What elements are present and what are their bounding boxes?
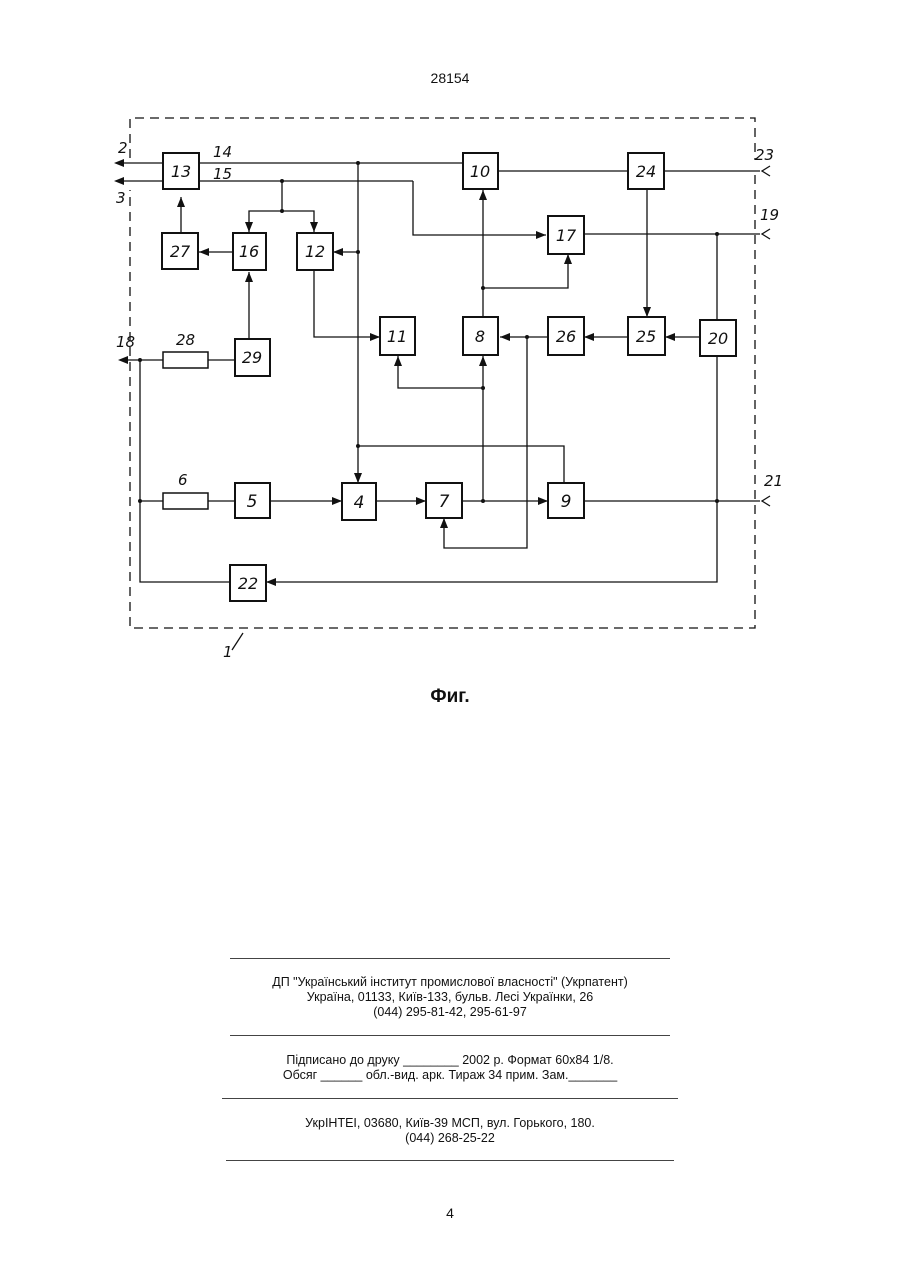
- svg-text:16: 16: [239, 242, 259, 261]
- label-1: 1: [223, 643, 233, 661]
- block-26: 26: [548, 317, 584, 355]
- arrowheads: [114, 159, 770, 586]
- svg-text:24: 24: [636, 162, 656, 181]
- block-7: 7: [426, 483, 462, 518]
- print-line-1: Підписано до друку ________ 2002 р. Форм…: [220, 1053, 680, 1068]
- label-15: 15: [213, 165, 232, 183]
- block-16: 16: [233, 233, 266, 270]
- block-13: 13: [163, 153, 199, 189]
- block-5: 5: [235, 483, 270, 518]
- page-number: 4: [0, 1205, 900, 1221]
- block-29: 29: [235, 339, 270, 376]
- block-24: 24: [628, 153, 664, 189]
- device-boundary-lower: [130, 175, 755, 628]
- svg-text:17: 17: [556, 226, 577, 245]
- block-9: 9: [548, 483, 584, 518]
- svg-text:7: 7: [439, 492, 450, 512]
- svg-text:20: 20: [708, 329, 728, 348]
- label-18: 18: [116, 333, 135, 351]
- block-25: 25: [628, 317, 665, 355]
- svg-text:9: 9: [561, 492, 572, 512]
- org-line-2: Україна, 01133, Київ-133, бульв. Лесі Ук…: [220, 990, 680, 1005]
- label-28: 28: [176, 331, 195, 349]
- label-6: 6: [178, 471, 188, 489]
- label-19: 19: [760, 206, 779, 224]
- svg-text:11: 11: [387, 327, 407, 346]
- print-info: Підписано до друку ________ 2002 р. Форм…: [220, 1053, 680, 1083]
- document-number: 28154: [0, 70, 900, 86]
- divider: [226, 1160, 674, 1161]
- block-12: 12: [297, 233, 333, 270]
- label-2: 2: [118, 139, 128, 157]
- svg-text:29: 29: [242, 348, 262, 367]
- printer-info: УкрІНТЕІ, 03680, Київ-39 МСП, вул. Горьк…: [220, 1116, 680, 1146]
- svg-text:22: 22: [238, 574, 258, 593]
- label-1-leader: [232, 633, 243, 650]
- svg-text:12: 12: [305, 242, 325, 261]
- print-line-2: Обсяг ______ обл.-вид. арк. Тираж 34 при…: [220, 1068, 680, 1083]
- connection-lines: [118, 163, 760, 582]
- publisher-info: ДП "Український інститут промислової вла…: [220, 975, 680, 1020]
- publisher-line-2: (044) 268-25-22: [220, 1131, 680, 1146]
- label-14: 14: [213, 143, 232, 161]
- svg-text:5: 5: [247, 492, 258, 512]
- label-21: 21: [764, 472, 783, 490]
- resistor-6: [163, 493, 208, 509]
- svg-text:4: 4: [354, 493, 365, 513]
- org-line-1: ДП "Український інститут промислової вла…: [220, 975, 680, 990]
- org-line-3: (044) 295-81-42, 295-61-97: [220, 1005, 680, 1020]
- block-10: 10: [463, 153, 498, 189]
- block-11: 11: [380, 317, 415, 355]
- svg-text:8: 8: [475, 327, 485, 346]
- block-20: 20: [700, 320, 736, 356]
- divider: [230, 958, 670, 959]
- block-17: 17: [548, 216, 584, 254]
- block-27: 27: [162, 233, 198, 269]
- label-3: 3: [116, 189, 126, 207]
- svg-text:25: 25: [636, 327, 656, 346]
- block-8: 8: [463, 317, 498, 355]
- svg-text:10: 10: [470, 162, 490, 181]
- block-diagram: 13 10 24 27 16 12 17 11 8 26 25 20 29 5 …: [100, 105, 800, 670]
- divider: [222, 1098, 678, 1099]
- block-4: 4: [342, 483, 376, 520]
- resistor-28: [163, 352, 208, 368]
- svg-text:27: 27: [170, 242, 191, 261]
- svg-text:13: 13: [171, 162, 191, 181]
- label-23: 23: [755, 146, 774, 164]
- figure-caption: Фиг.: [0, 686, 900, 708]
- divider: [230, 1035, 670, 1036]
- svg-text:26: 26: [556, 327, 576, 346]
- block-22: 22: [230, 565, 266, 601]
- publisher-line-1: УкрІНТЕІ, 03680, Київ-39 МСП, вул. Горьк…: [220, 1116, 680, 1131]
